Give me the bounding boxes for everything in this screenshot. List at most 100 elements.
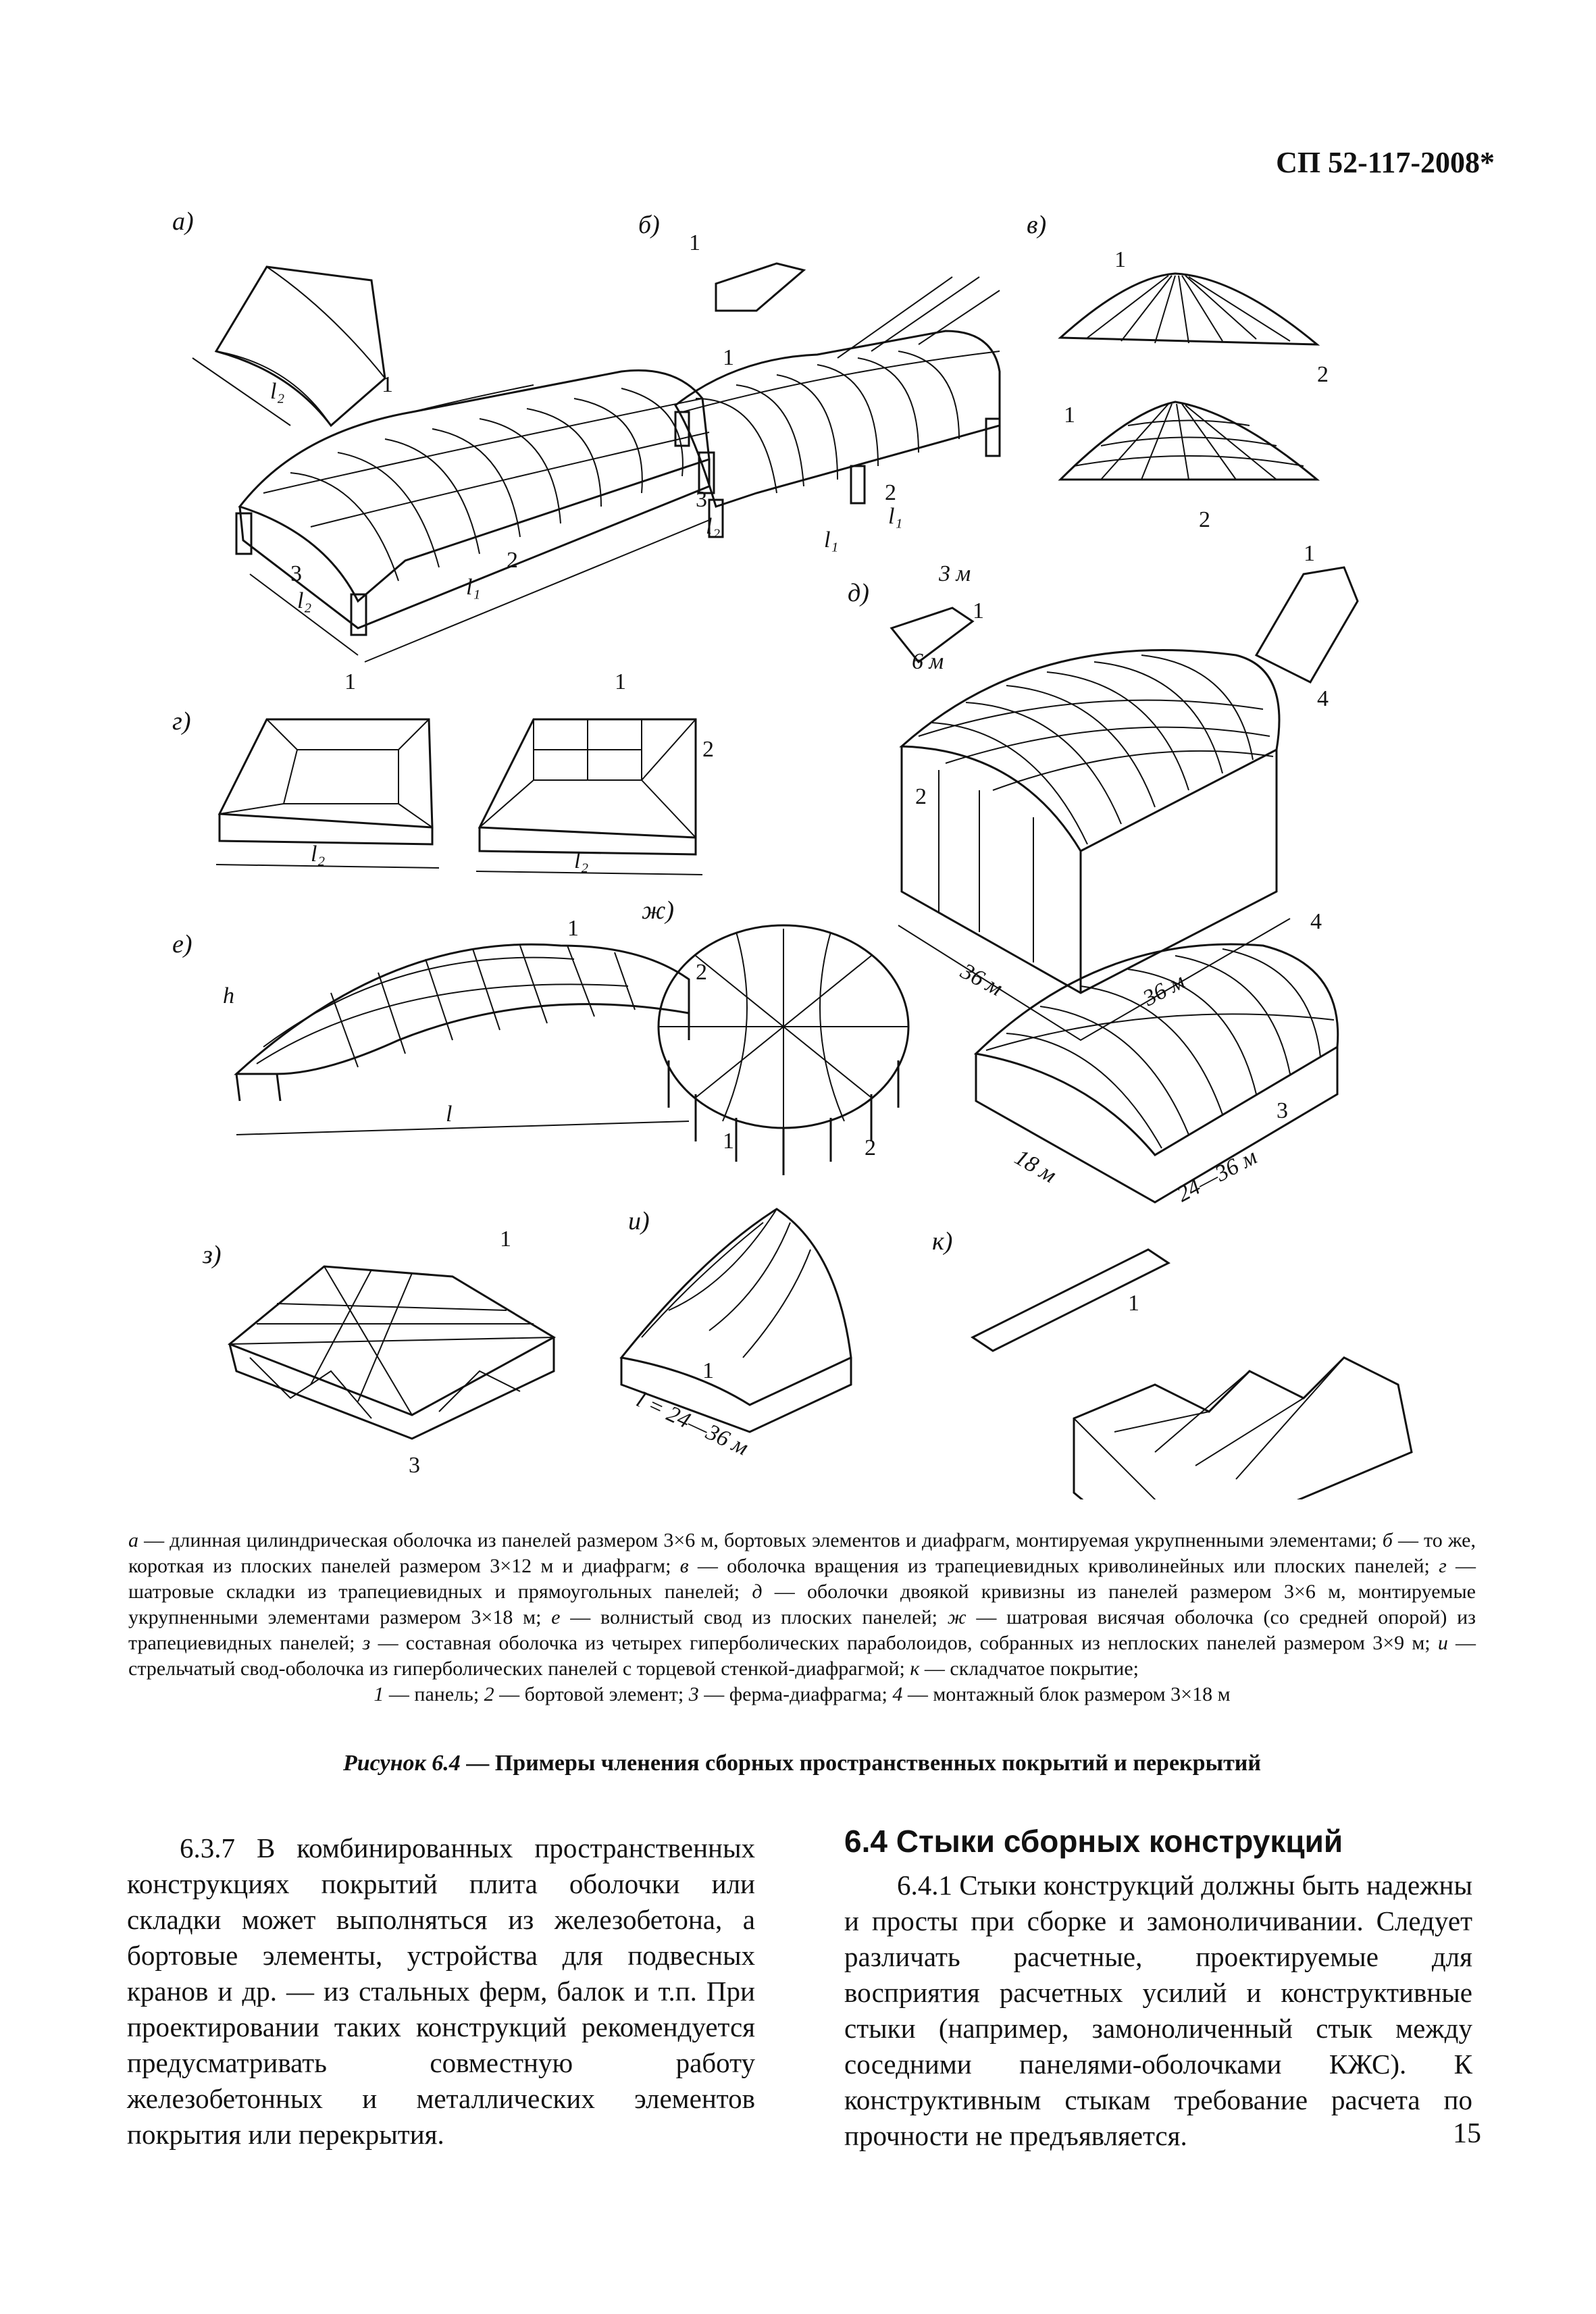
- callout-2-g: 2: [702, 737, 714, 762]
- key-label-1: 1: [374, 1683, 384, 1705]
- panel-letter-b: б): [638, 211, 660, 239]
- dim-l1-b2: l₁: [824, 528, 838, 552]
- callout-1-g-2: 1: [615, 669, 626, 694]
- dim-l2-a2: l₂: [297, 588, 311, 613]
- callout-1-b-1: 1: [689, 230, 700, 255]
- key-text-3: — ферма-диафрагма;: [698, 1683, 893, 1705]
- panel-letter-zh: ж): [642, 896, 674, 925]
- callout-2-b: 2: [885, 480, 896, 505]
- key-text-4: — монтажный блок размером 3×18 м: [902, 1683, 1231, 1705]
- callout-2-a: 2: [507, 548, 518, 573]
- panel-f-drawing: е) h l 1 2: [172, 916, 707, 1135]
- callout-1-d: 1: [973, 598, 984, 623]
- dim-l2-g: l₂: [311, 842, 325, 867]
- dim-l2-a: l₂: [270, 379, 284, 404]
- legend-label-i: и: [1437, 1632, 1448, 1654]
- panel-d-drawing: г) l₂ 1 l₂ 1 2: [172, 669, 714, 875]
- panel-letter-d: д): [848, 579, 869, 607]
- dim-l1-a: l₁: [466, 575, 480, 600]
- callout-1-g-1: 1: [344, 669, 356, 694]
- page-number: 15: [1453, 2118, 1481, 2149]
- legend-text-d: — шатровые складки из трапециевидных и п…: [128, 1555, 1476, 1603]
- figure-number: Рисунок 6.4: [343, 1751, 461, 1776]
- legend-label-c: в: [679, 1555, 689, 1577]
- panel-i-drawing: з) 1 3: [202, 1227, 557, 1478]
- callout-3-b: 3: [696, 487, 707, 512]
- dim-24-36m: 24—36 м: [1173, 1144, 1261, 1207]
- dim-h: h: [223, 983, 234, 1008]
- dim-l1-b: l₁: [888, 504, 902, 529]
- dim-l-e: l: [446, 1102, 452, 1127]
- panel-letter-g: г): [172, 707, 190, 736]
- legend-text-b: — то же, короткая из плоских панелей раз…: [128, 1529, 1476, 1577]
- panel-e-drawing: д) 3 м 6 м 1 2 36 м 36 м: [848, 561, 1291, 1042]
- panel-c-drawing: в) 1 2 1 2 1 4: [1027, 211, 1359, 711]
- dim-l2-g2: l₂: [574, 848, 588, 873]
- section-title-6-4: 6.4 Стыки сборных конструкций: [844, 1824, 1343, 1859]
- panel-letter-a: а): [172, 207, 194, 236]
- callout-1-c-1: 1: [1114, 247, 1126, 272]
- dim-18m: 18 м: [1010, 1145, 1060, 1188]
- callout-1-e: 1: [567, 916, 579, 941]
- panel-letter-e: е): [172, 930, 192, 958]
- callout-2-zh: 2: [865, 1135, 876, 1160]
- panel-j-drawing: и) 1 l = 24—36 м: [619, 1207, 852, 1461]
- callout-2-c-1: 2: [1317, 362, 1329, 387]
- panel-a-drawing: а) l₂ 1: [172, 207, 715, 663]
- dim-l-24-36m: l = 24—36 м: [633, 1387, 752, 1461]
- callout-1-c-2: 1: [1064, 403, 1075, 428]
- paragraph-6-3-7: 6.3.7 В комбинированных пространственных…: [127, 1832, 755, 2150]
- panel-k-drawing: к) 1: [932, 1227, 1413, 1499]
- legend-key-line: 1 — панель; 2 — бортовой элемент; 3 — фе…: [128, 1682, 1476, 1707]
- callout-1-z: 1: [500, 1227, 511, 1252]
- figure-drawing: а) l₂ 1: [172, 207, 1413, 1499]
- left-column: 6.3.7 В комбинированных пространственных…: [127, 1830, 755, 2153]
- figure-caption-text: — Примеры членения сборных пространствен…: [460, 1751, 1261, 1776]
- legend-label-f: е: [551, 1606, 561, 1628]
- document-code: СП 52-117-2008*: [1276, 146, 1495, 179]
- legend-label-j: к: [910, 1657, 920, 1680]
- figure-caption: Рисунок 6.4 — Примеры членения сборных п…: [128, 1751, 1476, 1776]
- callout-4-c: 4: [1317, 686, 1329, 711]
- legend-text-h: — составная оболочка из четырех гипербол…: [370, 1632, 1438, 1654]
- callout-1-zh: 1: [723, 1129, 734, 1154]
- panel-letter-k: к): [932, 1227, 952, 1256]
- dim-36m-b: 36 м: [1139, 969, 1189, 1011]
- callout-3-z: 3: [409, 1453, 420, 1478]
- callout-3-a: 3: [290, 561, 302, 586]
- legend-label-g: ж: [947, 1606, 967, 1628]
- callout-1-a-1: 1: [382, 372, 393, 397]
- paragraph-6-4-1: 6.4.1 Стыки конструкций должны быть наде…: [844, 1870, 1472, 2151]
- dim-6m: 6 м: [912, 649, 944, 674]
- dim-3m: 3 м: [938, 561, 971, 586]
- callout-1-i: 1: [702, 1358, 714, 1383]
- legend-text-g: — шатровая висячая оболочка (со средней …: [128, 1606, 1476, 1654]
- legend-text-i: — стрельчатый свод-оболочка из гиперболи…: [128, 1632, 1476, 1680]
- legend-label-b: б: [1382, 1529, 1393, 1551]
- dim-l2-b: l₂: [706, 514, 720, 539]
- figure-6-4: а) l₂ 1: [155, 196, 1472, 1499]
- callout-3-h: 3: [1277, 1098, 1288, 1123]
- legend-text-e: — оболочки двоякой кривизны из панелей р…: [128, 1580, 1476, 1628]
- legend-text-f: — волнистый свод из плоских панелей;: [560, 1606, 948, 1628]
- panel-letter-c: в): [1027, 211, 1046, 239]
- callout-2-e: 2: [696, 960, 707, 985]
- figure-legend: а — длинная цилиндрическая оболочка из п…: [128, 1528, 1476, 1707]
- dim-36m-a: 36 м: [956, 958, 1006, 1001]
- key-label-4: 4: [892, 1683, 903, 1705]
- legend-label-e: д: [752, 1580, 763, 1603]
- right-column: 6.4 Стыки сборных конструкций 6.4.1 Стык…: [844, 1824, 1472, 2154]
- callout-1-k: 1: [1128, 1291, 1139, 1316]
- key-label-2: 2: [484, 1683, 494, 1705]
- key-text-2: — бортовой элемент;: [494, 1683, 689, 1705]
- legend-label-d: г: [1439, 1555, 1447, 1577]
- callout-1-c-3: 1: [1304, 541, 1315, 566]
- panel-letter-z: з): [202, 1241, 221, 1269]
- callout-4-h: 4: [1310, 909, 1322, 934]
- callout-2-c-2: 2: [1199, 507, 1210, 532]
- legend-text-a: — длинная цилиндрическая оболочка из пан…: [138, 1529, 1383, 1551]
- panel-b-drawing: б) 1 1 3 l₂ 2 l₁: [638, 211, 1001, 552]
- legend-text-j: — складчатое покрытие;: [919, 1657, 1139, 1680]
- legend-label-a: а: [128, 1529, 138, 1551]
- legend-label-h: з: [362, 1632, 371, 1654]
